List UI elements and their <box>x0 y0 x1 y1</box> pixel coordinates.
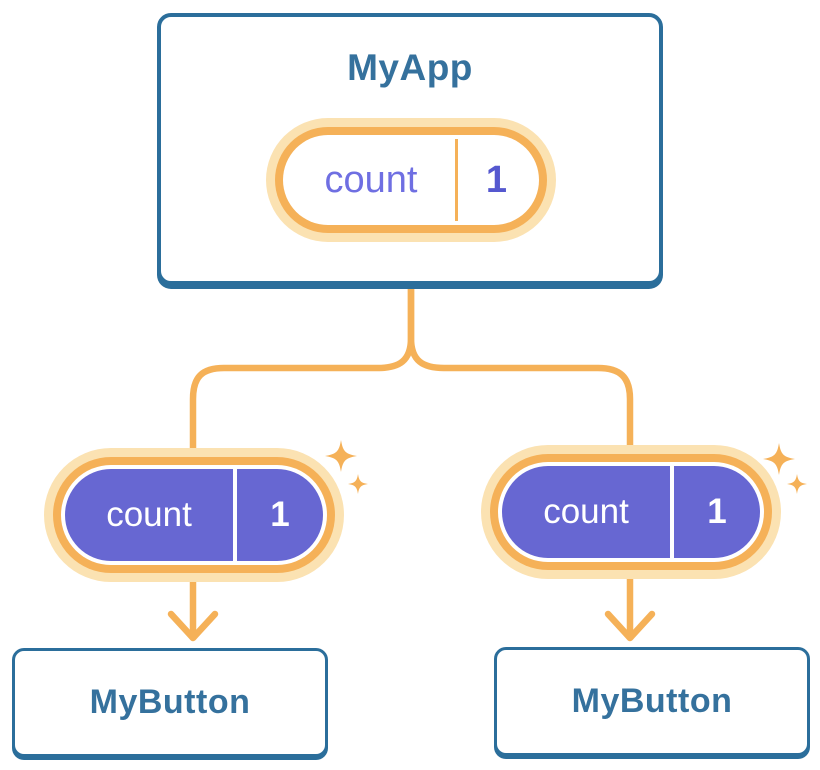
arrow-down-icon <box>167 610 219 642</box>
state-value: 1 <box>485 158 508 201</box>
state-name-label: count <box>543 492 629 531</box>
state-value: 1 <box>270 495 290 534</box>
right-prop-pill: count 1 <box>481 445 781 579</box>
state-value: 1 <box>707 492 727 531</box>
mybutton-card-left: MyButton <box>12 648 328 757</box>
pill-ring: count 1 <box>275 127 547 233</box>
branch-left-line <box>189 284 415 641</box>
left-prop-pill: count 1 <box>44 448 344 582</box>
component-title: MyButton <box>571 682 733 720</box>
sparkle-icon <box>763 443 795 475</box>
root-state-pill: count 1 <box>266 118 556 242</box>
sparkle-icon <box>348 474 368 494</box>
branch-right-line <box>407 284 634 641</box>
pill-divider <box>455 139 458 221</box>
mybutton-card-right: MyButton <box>494 647 810 756</box>
pill-ring: count 1 <box>490 454 772 570</box>
pill-divider <box>670 466 674 558</box>
pill-divider <box>233 469 237 561</box>
sparkle-icon <box>787 474 807 494</box>
state-name-label: count <box>106 495 192 534</box>
pill-ring: count 1 <box>53 457 335 573</box>
sparkle-icon <box>325 440 357 472</box>
component-title: MyApp <box>347 47 473 88</box>
component-title: MyButton <box>89 683 251 721</box>
arrow-down-icon <box>604 610 656 642</box>
state-name-label: count <box>324 158 418 201</box>
